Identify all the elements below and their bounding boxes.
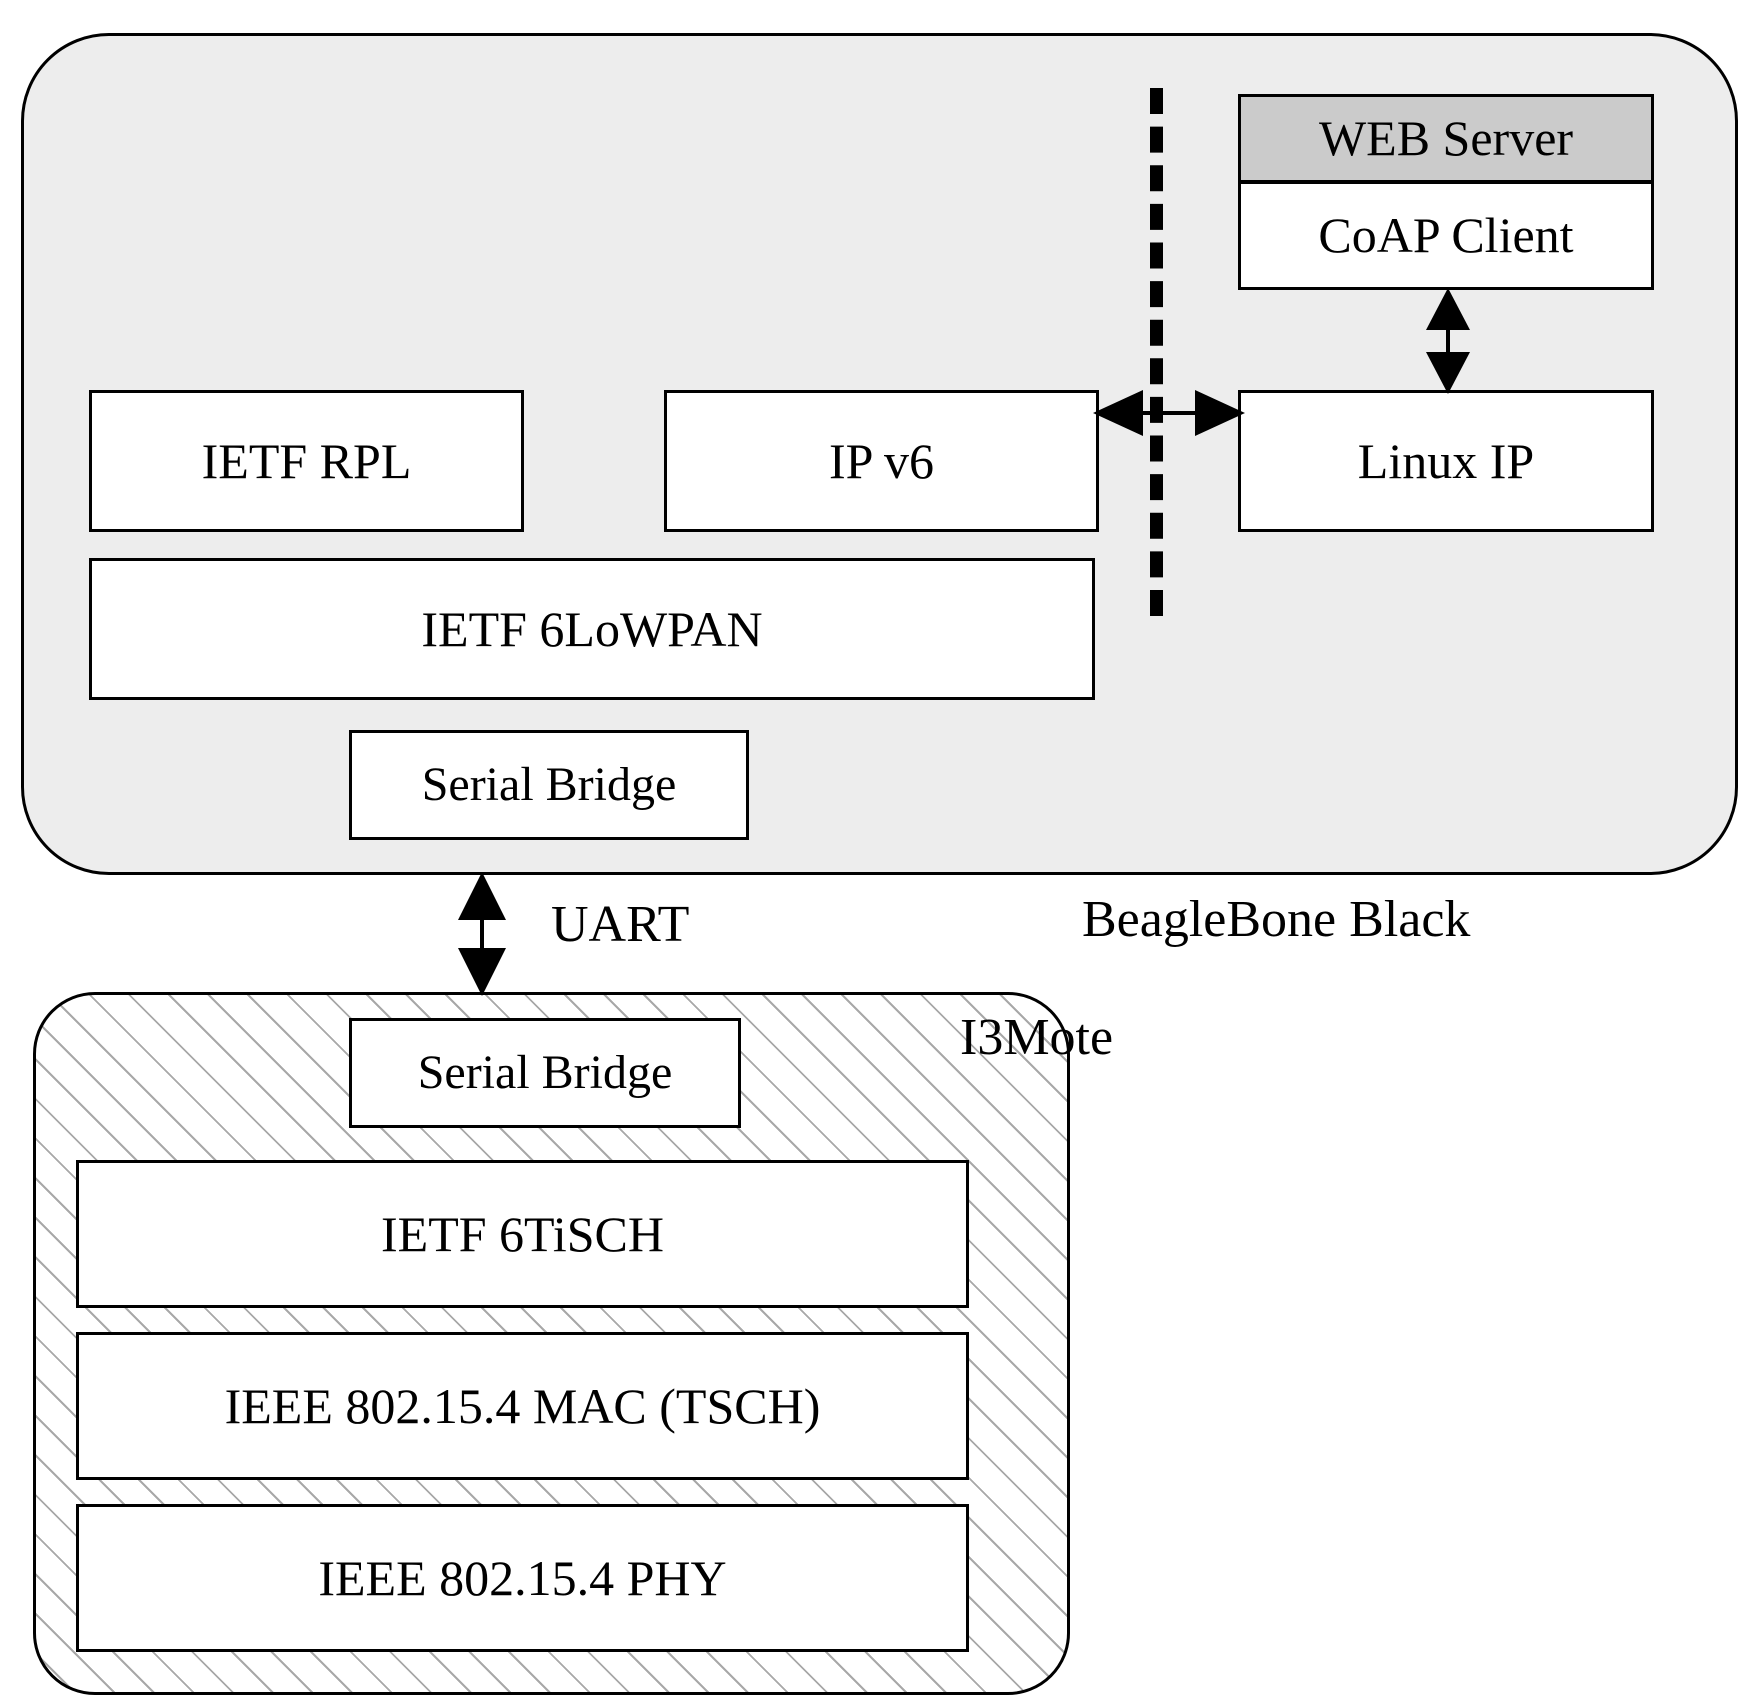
box-ieee-802-15-4-phy[interactable]: IEEE 802.15.4 PHY	[76, 1504, 969, 1652]
label-beaglebone-black: BeagleBone Black	[1082, 891, 1471, 948]
box-web-server[interactable]: WEB Server	[1238, 94, 1654, 182]
box-ietf-6tisch[interactable]: IETF 6TiSCH	[76, 1160, 969, 1308]
dashed-divider-line	[1150, 88, 1163, 616]
label-uart: UART	[551, 896, 690, 953]
box-serial-bridge-beaglebone[interactable]: Serial Bridge	[349, 730, 749, 840]
double-arrow-ipv6-to-linux-ip	[1093, 390, 1245, 436]
double-arrow-coap-to-linux-ip	[1426, 288, 1470, 394]
box-linux-ip[interactable]: Linux IP	[1238, 390, 1654, 532]
box-ietf-rpl[interactable]: IETF RPL	[89, 390, 524, 532]
box-serial-bridge-mote[interactable]: Serial Bridge	[349, 1018, 741, 1128]
label-i3mote: I3Mote	[960, 1009, 1114, 1066]
box-ieee-802-15-4-mac[interactable]: IEEE 802.15.4 MAC (TSCH)	[76, 1332, 969, 1480]
box-ietf-6lowpan[interactable]: IETF 6LoWPAN	[89, 558, 1095, 700]
box-coap-client[interactable]: CoAP Client	[1238, 182, 1654, 290]
box-ip-v6[interactable]: IP v6	[664, 390, 1099, 532]
double-arrow-uart-link	[458, 872, 506, 996]
